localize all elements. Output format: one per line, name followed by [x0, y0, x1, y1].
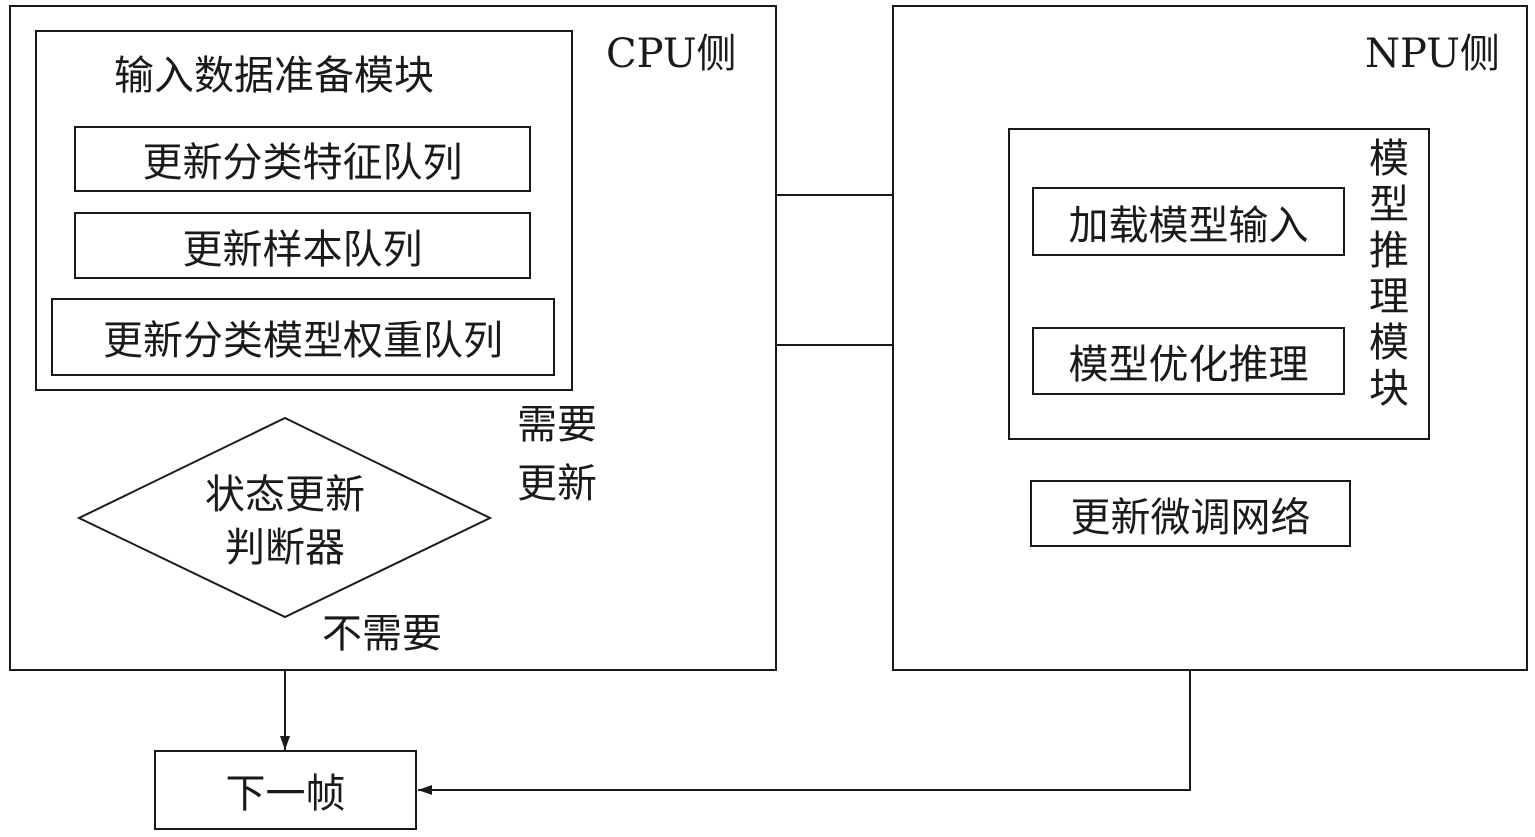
model-optimized-inference: 模型优化推理: [1032, 327, 1345, 395]
cpu-side-title: CPU侧: [606, 31, 737, 77]
update-class-feature-queue: 更新分类特征队列: [74, 126, 531, 192]
update-sample-queue: 更新样本队列: [74, 212, 531, 279]
judge-label-line1: 状态更新: [205, 472, 365, 518]
update-finetune-network: 更新微调网络: [1030, 480, 1351, 547]
update-model-weight-queue: 更新分类模型权重队列: [51, 298, 555, 376]
need-update-line2: 更新: [517, 461, 597, 507]
next-frame: 下一帧: [154, 750, 417, 830]
judge-label-line2: 判断器: [225, 525, 345, 571]
no-need-label: 不需要: [322, 611, 442, 657]
npu-side-title: NPU侧: [1365, 31, 1500, 77]
input-module-title: 输入数据准备模块: [114, 53, 434, 99]
inference-module-title: 模型推理模块: [1369, 136, 1409, 412]
load-model-input: 加载模型输入: [1032, 187, 1345, 256]
need-update-line1: 需要: [517, 402, 597, 448]
